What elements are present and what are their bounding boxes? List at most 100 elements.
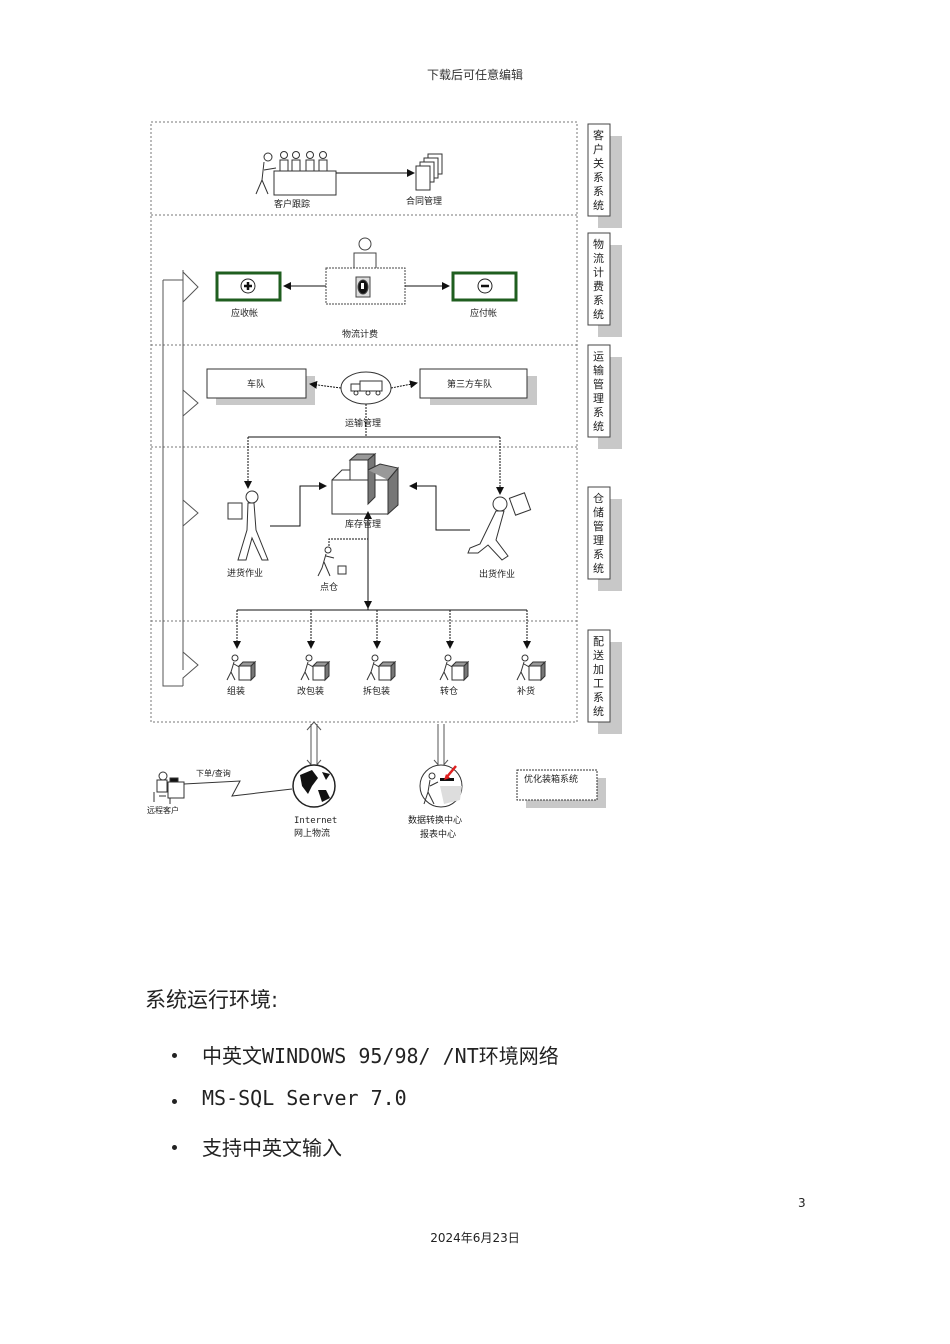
node-fleet: 车队 — [247, 378, 265, 390]
side-label-char: 配 — [593, 635, 604, 648]
side-label-char: 系 — [593, 406, 604, 419]
side-label-char: 送 — [593, 648, 604, 662]
node-distribution-label: 拆包装 — [363, 685, 390, 697]
third-party-fleet-box — [419, 368, 528, 399]
side-label-char: 运 — [593, 350, 604, 363]
network-link — [183, 780, 293, 797]
section-title: 系统运行环境: — [145, 988, 279, 1012]
side-label-char: 计 — [593, 266, 604, 279]
side-label-char: 工 — [593, 677, 604, 690]
side-label-char: 统 — [593, 199, 604, 212]
footer-date: 2024年6月23日 — [430, 1231, 520, 1245]
side-label-char: 理 — [593, 392, 604, 405]
node-internet-line1: Internet — [294, 816, 337, 826]
side-label-char: 客 — [593, 128, 604, 142]
node-receivables: 应收帐 — [231, 307, 258, 319]
node-distribution-label: 组装 — [227, 685, 245, 697]
side-label-char: 加 — [593, 663, 604, 676]
worker-at-box-icon — [439, 654, 470, 682]
link-label: 下单/查询 — [196, 768, 231, 778]
bullet-icon — [172, 1053, 177, 1058]
side-label-char: 输 — [593, 363, 604, 377]
packing-system-box — [516, 769, 598, 801]
side-label-char: 仓 — [593, 491, 604, 505]
page-header: 下载后可任意编辑 — [426, 68, 523, 82]
distribution-node: 拆包装 — [363, 610, 397, 697]
node-inventory-management: 库存管理 — [345, 518, 381, 530]
node-payables: 应付帐 — [470, 307, 497, 319]
side-label-char: 系 — [593, 294, 604, 307]
distribution-node: 转仓 — [439, 610, 470, 697]
logistics-system-diagram: 客户跟踪 合同管理 应收帐 物流计费 应付帐 — [147, 121, 622, 840]
data-center-icon — [419, 764, 463, 808]
side-label-char: 系 — [593, 548, 604, 561]
node-remote-client: 远程客户 — [147, 805, 179, 815]
remote-client-icon — [153, 771, 185, 804]
side-label-char: 管 — [593, 519, 604, 533]
node-customer-tracking: 客户跟踪 — [274, 198, 310, 210]
distribution-node: 改包装 — [297, 610, 331, 697]
node-distribution-label: 转仓 — [440, 685, 458, 697]
node-transport-management: 运输管理 — [345, 417, 381, 429]
worker-at-box-icon — [366, 654, 397, 682]
distribution-section: 组装 改包装 拆包装 转仓 补货 — [226, 596, 547, 697]
side-label-char: 费 — [593, 280, 604, 293]
inventory-boxes-icon — [331, 452, 399, 516]
shipping-worker-icon — [467, 492, 532, 561]
bullet-icon — [172, 1099, 177, 1104]
side-label-char: 系 — [593, 185, 604, 198]
side-label-char: 系 — [593, 171, 604, 184]
node-shipping: 出货作业 — [479, 568, 515, 580]
side-label-char: 系 — [593, 691, 604, 704]
requirements-list: 中英文WINDOWS 95/98/ /NT环境网络 MS-SQL Server … — [170, 1040, 559, 1178]
double-arrow — [310, 724, 318, 764]
node-internet-line2: 网上物流 — [294, 827, 330, 839]
node-logistics-billing: 物流计费 — [342, 328, 378, 340]
billing-section: 应收帐 物流计费 应付帐 — [215, 237, 518, 340]
node-packing-system: 优化装箱系统 — [524, 773, 578, 785]
side-label-char: 户 — [593, 142, 604, 156]
page-number: 3 — [798, 1196, 806, 1210]
distribution-node: 补货 — [516, 610, 547, 697]
worker-at-box-icon — [516, 654, 547, 682]
warehouse-section: 库存管理 进货作业 出货作业 点仓 — [227, 452, 532, 610]
node-data-center-line1: 数据转换中心 — [408, 814, 462, 826]
globe-icon — [292, 764, 336, 808]
distribution-node: 组装 — [226, 610, 257, 697]
list-item: MS-SQL Server 7.0 — [170, 1086, 559, 1132]
node-third-party-fleet: 第三方车队 — [447, 378, 492, 390]
worker-at-box-icon — [300, 654, 331, 682]
side-label-char: 理 — [593, 534, 604, 547]
contract-documents-icon — [415, 153, 443, 191]
node-receiving: 进货作业 — [227, 567, 263, 579]
worker-at-box-icon — [226, 654, 257, 682]
stock-count-worker-icon — [317, 546, 347, 577]
list-item: 中英文WINDOWS 95/98/ /NT环境网络 — [170, 1040, 559, 1086]
receiving-worker-icon — [227, 490, 269, 561]
fleet-box — [206, 368, 307, 399]
side-label-char: 流 — [593, 251, 604, 265]
crm-section: 客户跟踪 合同管理 — [255, 151, 443, 210]
flow-arrow — [309, 380, 342, 389]
bullet-icon — [172, 1145, 177, 1150]
side-label-char: 统 — [593, 308, 604, 321]
flow-arrow — [409, 482, 470, 531]
list-item: 支持中英文输入 — [170, 1132, 559, 1178]
diagram-frame — [150, 121, 578, 723]
truck-icon — [350, 380, 383, 396]
transport-section: 车队 运输管理 第三方车队 — [206, 368, 537, 495]
side-label-char: 关 — [593, 156, 604, 170]
side-label-char: 储 — [593, 505, 604, 519]
integration-bus-arrow — [162, 270, 199, 687]
node-contract-management: 合同管理 — [406, 195, 442, 207]
node-distribution-label: 改包装 — [297, 685, 324, 697]
side-label-char: 物 — [593, 237, 604, 251]
external-section: 远程客户 下单/查询 Internet 网上物流 数据转换中心 报表中心 优化装… — [147, 721, 606, 840]
customer-meeting-icon — [255, 151, 337, 196]
side-label-char: 统 — [593, 705, 604, 718]
